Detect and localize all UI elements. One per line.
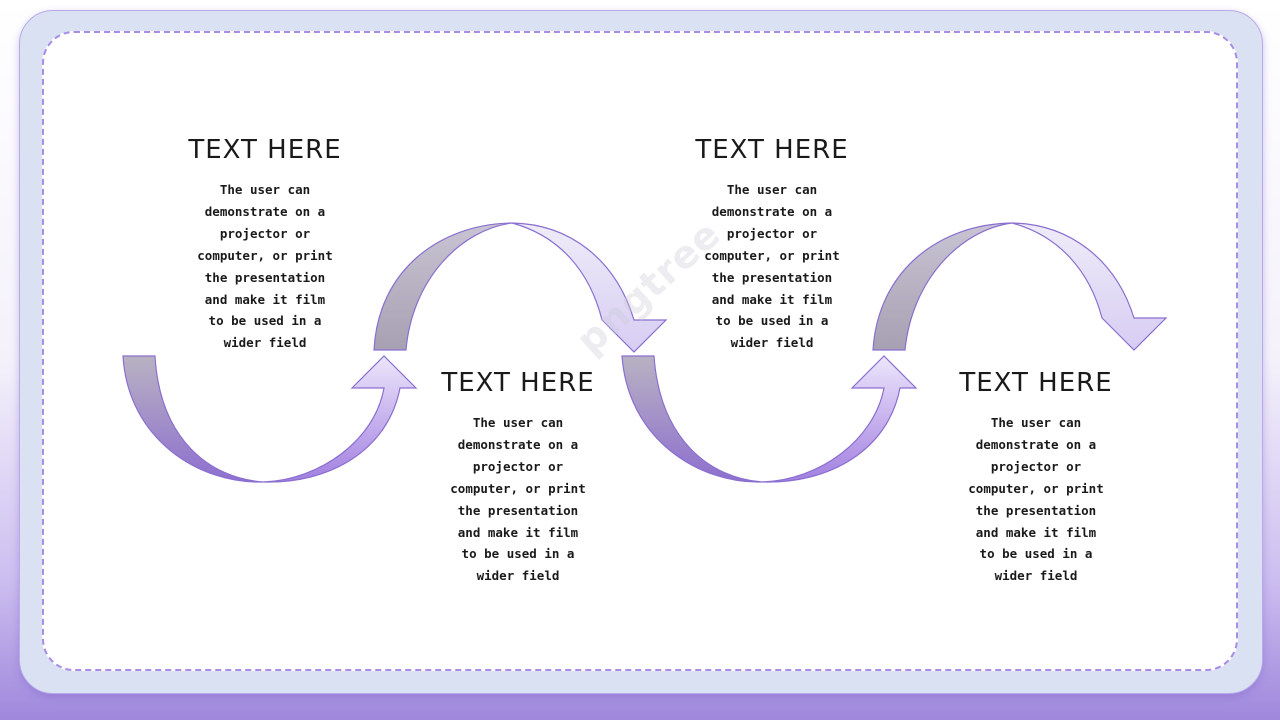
lower-arrow-1-rising [262,355,418,483]
upper-arrow-1 [373,222,668,353]
slide-content-panel [42,31,1238,671]
step-4-description: The user can demonstrate on a projector … [968,415,1104,584]
step-2-description: The user can demonstrate on a projector … [450,415,586,584]
upper-arrow-2-rising [872,222,1013,351]
upper-arrow-1-rising [373,222,513,351]
lower-arrow-2-rising [761,355,918,483]
upper-arrow-2-descending [1011,222,1168,351]
lower-arrow-2-descending [621,355,763,483]
step-4-heading: TEXT HERE [959,368,1113,398]
step-2-heading: TEXT HERE [441,368,595,398]
upper-arrow-2 [872,222,1168,351]
lower-arrow-2 [621,355,918,483]
upper-arrow-1-descending [511,222,668,353]
lower-arrow-1 [122,355,418,483]
step-1-description: The user can demonstrate on a projector … [197,182,333,351]
step-3-description: The user can demonstrate on a projector … [704,182,840,351]
lower-arrow-1-descending [122,355,264,483]
step-3-heading: TEXT HERE [695,135,849,165]
step-1-heading: TEXT HERE [188,135,342,165]
